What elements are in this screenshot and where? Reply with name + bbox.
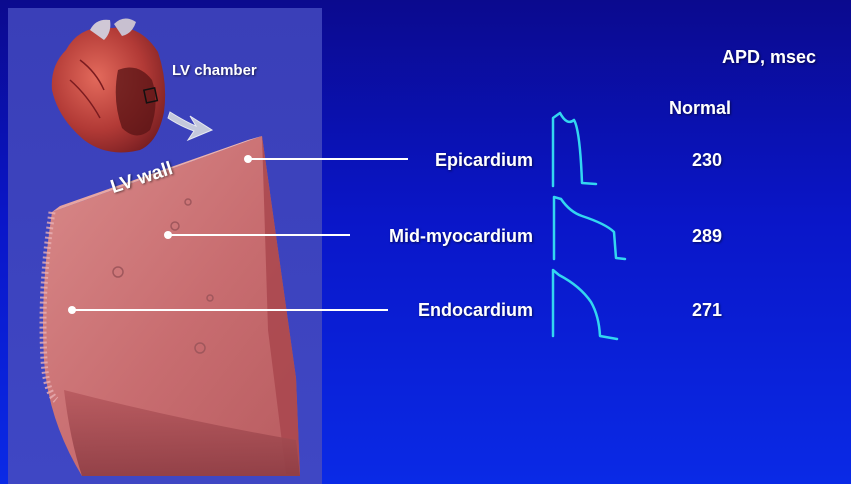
heart-illustration bbox=[52, 18, 165, 152]
epicardium-label: Epicardium bbox=[313, 150, 533, 171]
epicardium-apd-value: 230 bbox=[692, 150, 722, 171]
epicardium-action-potential bbox=[553, 113, 596, 186]
normal-column-header: Normal bbox=[669, 98, 731, 119]
endocardium-action-potential bbox=[553, 270, 617, 339]
lv-chamber-label: LV chamber bbox=[172, 62, 257, 79]
mid-myocardium-action-potential bbox=[554, 197, 625, 259]
arrow-down-right-icon bbox=[168, 112, 212, 140]
endocardium-apd-value: 271 bbox=[692, 300, 722, 321]
mid-myocardium-apd-value: 289 bbox=[692, 226, 722, 247]
apd-header: APD, msec bbox=[722, 47, 816, 68]
mid-myocardium-label: Mid-myocardium bbox=[313, 226, 533, 247]
lv-wall-tissue bbox=[43, 136, 300, 476]
endocardium-label: Endocardium bbox=[313, 300, 533, 321]
